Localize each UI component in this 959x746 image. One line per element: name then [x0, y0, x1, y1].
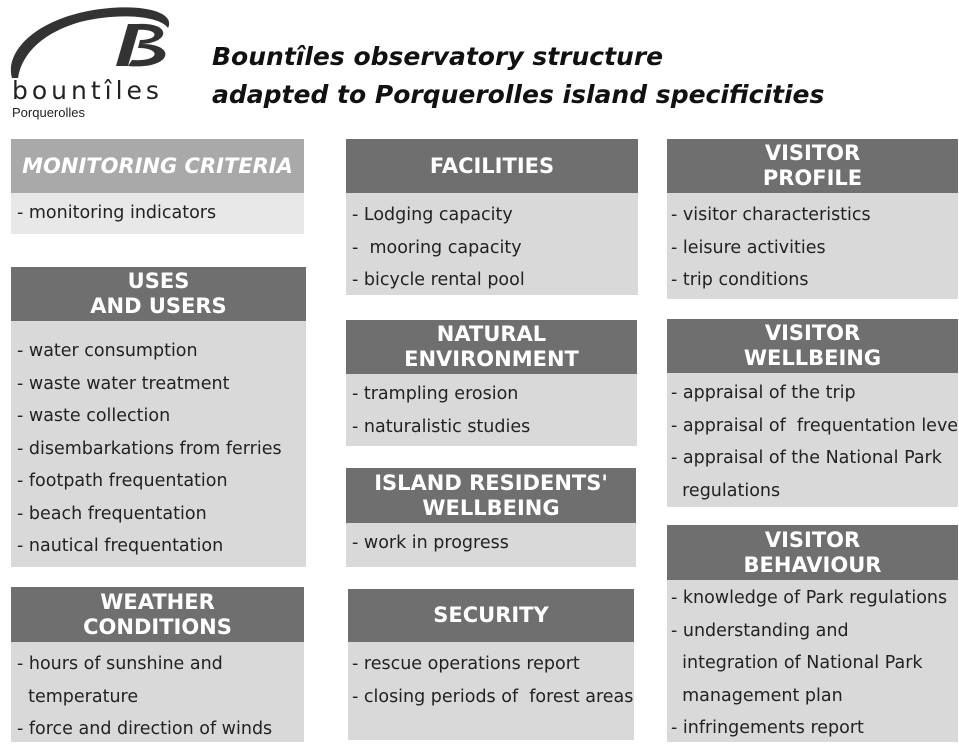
header-line: WELLBEING: [743, 346, 882, 370]
box-header: VISITOR WELLBEING: [667, 319, 958, 373]
box-uses-and-users: USES AND USERS - water consumption - was…: [11, 267, 306, 567]
box-security: SECURITY - rescue operations report - cl…: [348, 589, 634, 740]
list-item: - appraisal of the trip: [671, 383, 856, 403]
header-line: BEHAVIOUR: [743, 552, 882, 577]
list-item: - water consumption: [17, 341, 198, 361]
header-line: ISLAND RESIDENTS': [374, 470, 608, 495]
list-item: - monitoring indicators: [17, 203, 217, 223]
list-item: - footpath frequentation: [17, 471, 228, 491]
header-line: WEATHER: [100, 589, 215, 614]
box-header: USES AND USERS: [11, 267, 306, 321]
title-line-2: adapted to Porquerolles island specifici…: [212, 80, 825, 109]
header-line: SECURITY: [433, 603, 549, 627]
list-item: - nautical frequentation: [17, 536, 224, 556]
box-header: ISLAND RESIDENTS' WELLBEING: [346, 468, 636, 523]
box-header: VISITOR PROFILE: [667, 139, 958, 193]
list-item: - waste collection: [17, 406, 171, 426]
header-line: FACILITIES: [429, 153, 555, 178]
header-line: VISITOR: [764, 527, 861, 552]
list-item: - waste water treatment: [17, 373, 230, 394]
box-items: - visitor characteristics - leisure acti…: [667, 193, 958, 299]
header-line: VISITOR: [764, 321, 861, 345]
list-item: - leisure activities: [671, 237, 826, 258]
list-item: - visitor characteristics: [671, 205, 871, 225]
list-item: - bicycle rental pool: [352, 270, 525, 290]
list-item: regulations: [671, 480, 781, 501]
list-item: integration of National Park: [671, 653, 923, 673]
logo-wordmark: bountîles: [12, 76, 163, 105]
list-item: - trip conditions: [671, 270, 809, 290]
header-line: NATURAL: [436, 322, 547, 346]
list-item: - knowledge of Park regulations: [671, 588, 948, 608]
list-item: - appraisal of frequentation level: [671, 415, 959, 436]
box-header: NATURAL ENVIRONMENT: [346, 320, 637, 374]
list-item: - understanding and: [671, 620, 849, 641]
list-item: - naturalistic studies: [352, 416, 531, 437]
box-items: - hours of sunshine and temperature - fo…: [11, 642, 304, 742]
list-item: - trampling erosion: [352, 384, 519, 404]
header-line: MONITORING CRITERIA: [22, 153, 293, 178]
box-visitor-profile: VISITOR PROFILE - visitor characteristic…: [667, 139, 958, 299]
header-line: VISITOR: [764, 141, 861, 165]
list-item: - hours of sunshine and: [17, 654, 223, 674]
list-item: - disembarkations from ferries: [17, 438, 282, 459]
logo-swoosh-icon: [10, 7, 170, 79]
box-items: - appraisal of the trip - appraisal of f…: [667, 373, 959, 507]
header-line: WELLBEING: [422, 495, 560, 520]
header-line: AND USERS: [90, 294, 227, 318]
box-header: VISITOR BEHAVIOUR: [667, 525, 958, 580]
bountiles-logo: bountîles Porquerolles: [0, 0, 200, 130]
list-item: management plan: [671, 685, 843, 706]
box-items: - trampling erosion - naturalistic studi…: [346, 374, 637, 446]
header-line: CONDITIONS: [83, 614, 232, 639]
header-line: PROFILE: [762, 166, 863, 190]
box-header: MONITORING CRITERIA: [11, 139, 304, 193]
box-header: WEATHER CONDITIONS: [11, 587, 304, 642]
list-item: - beach frequentation: [17, 503, 207, 524]
list-item: - force and direction of winds: [17, 719, 273, 739]
box-header: SECURITY: [348, 589, 634, 642]
title-line-1: Bountîles observatory structure: [212, 42, 664, 71]
box-visitor-wellbeing: VISITOR WELLBEING - appraisal of the tri…: [667, 319, 959, 507]
box-items: - Lodging capacity - mooring capacity - …: [346, 193, 638, 295]
box-header: FACILITIES: [346, 139, 638, 193]
list-item: - closing periods of forest areas: [352, 686, 634, 707]
list-item: - rescue operations report: [352, 654, 580, 674]
box-visitor-behaviour: VISITOR BEHAVIOUR - knowledge of Park re…: [667, 525, 958, 742]
box-items: - knowledge of Park regulations - unders…: [667, 580, 958, 742]
box-items: - monitoring indicators: [11, 193, 304, 234]
box-natural-environment: NATURAL ENVIRONMENT - trampling erosion …: [346, 320, 637, 446]
box-monitoring-criteria: MONITORING CRITERIA - monitoring indicat…: [11, 139, 304, 234]
list-item: - appraisal of the National Park: [671, 448, 942, 468]
list-item: - infringements report: [671, 718, 864, 738]
list-item: - Lodging capacity: [352, 205, 513, 225]
box-weather-conditions: WEATHER CONDITIONS - hours of sunshine a…: [11, 587, 304, 742]
box-island-residents-wellbeing: ISLAND RESIDENTS' WELLBEING - work in pr…: [346, 468, 636, 567]
box-facilities: FACILITIES - Lodging capacity - mooring …: [346, 139, 638, 295]
header-line: USES: [127, 269, 190, 293]
page-title: Bountîles observatory structure adapted …: [212, 38, 824, 114]
list-item: temperature: [17, 686, 139, 707]
box-items: - rescue operations report - closing per…: [348, 642, 634, 740]
header-line: ENVIRONMENT: [404, 347, 579, 371]
list-item: - work in progress: [352, 533, 509, 553]
box-items: - water consumption - waste water treatm…: [11, 321, 306, 567]
box-items: - work in progress: [346, 523, 636, 567]
list-item: - mooring capacity: [352, 237, 522, 258]
logo-subtitle: Porquerolles: [12, 105, 85, 120]
